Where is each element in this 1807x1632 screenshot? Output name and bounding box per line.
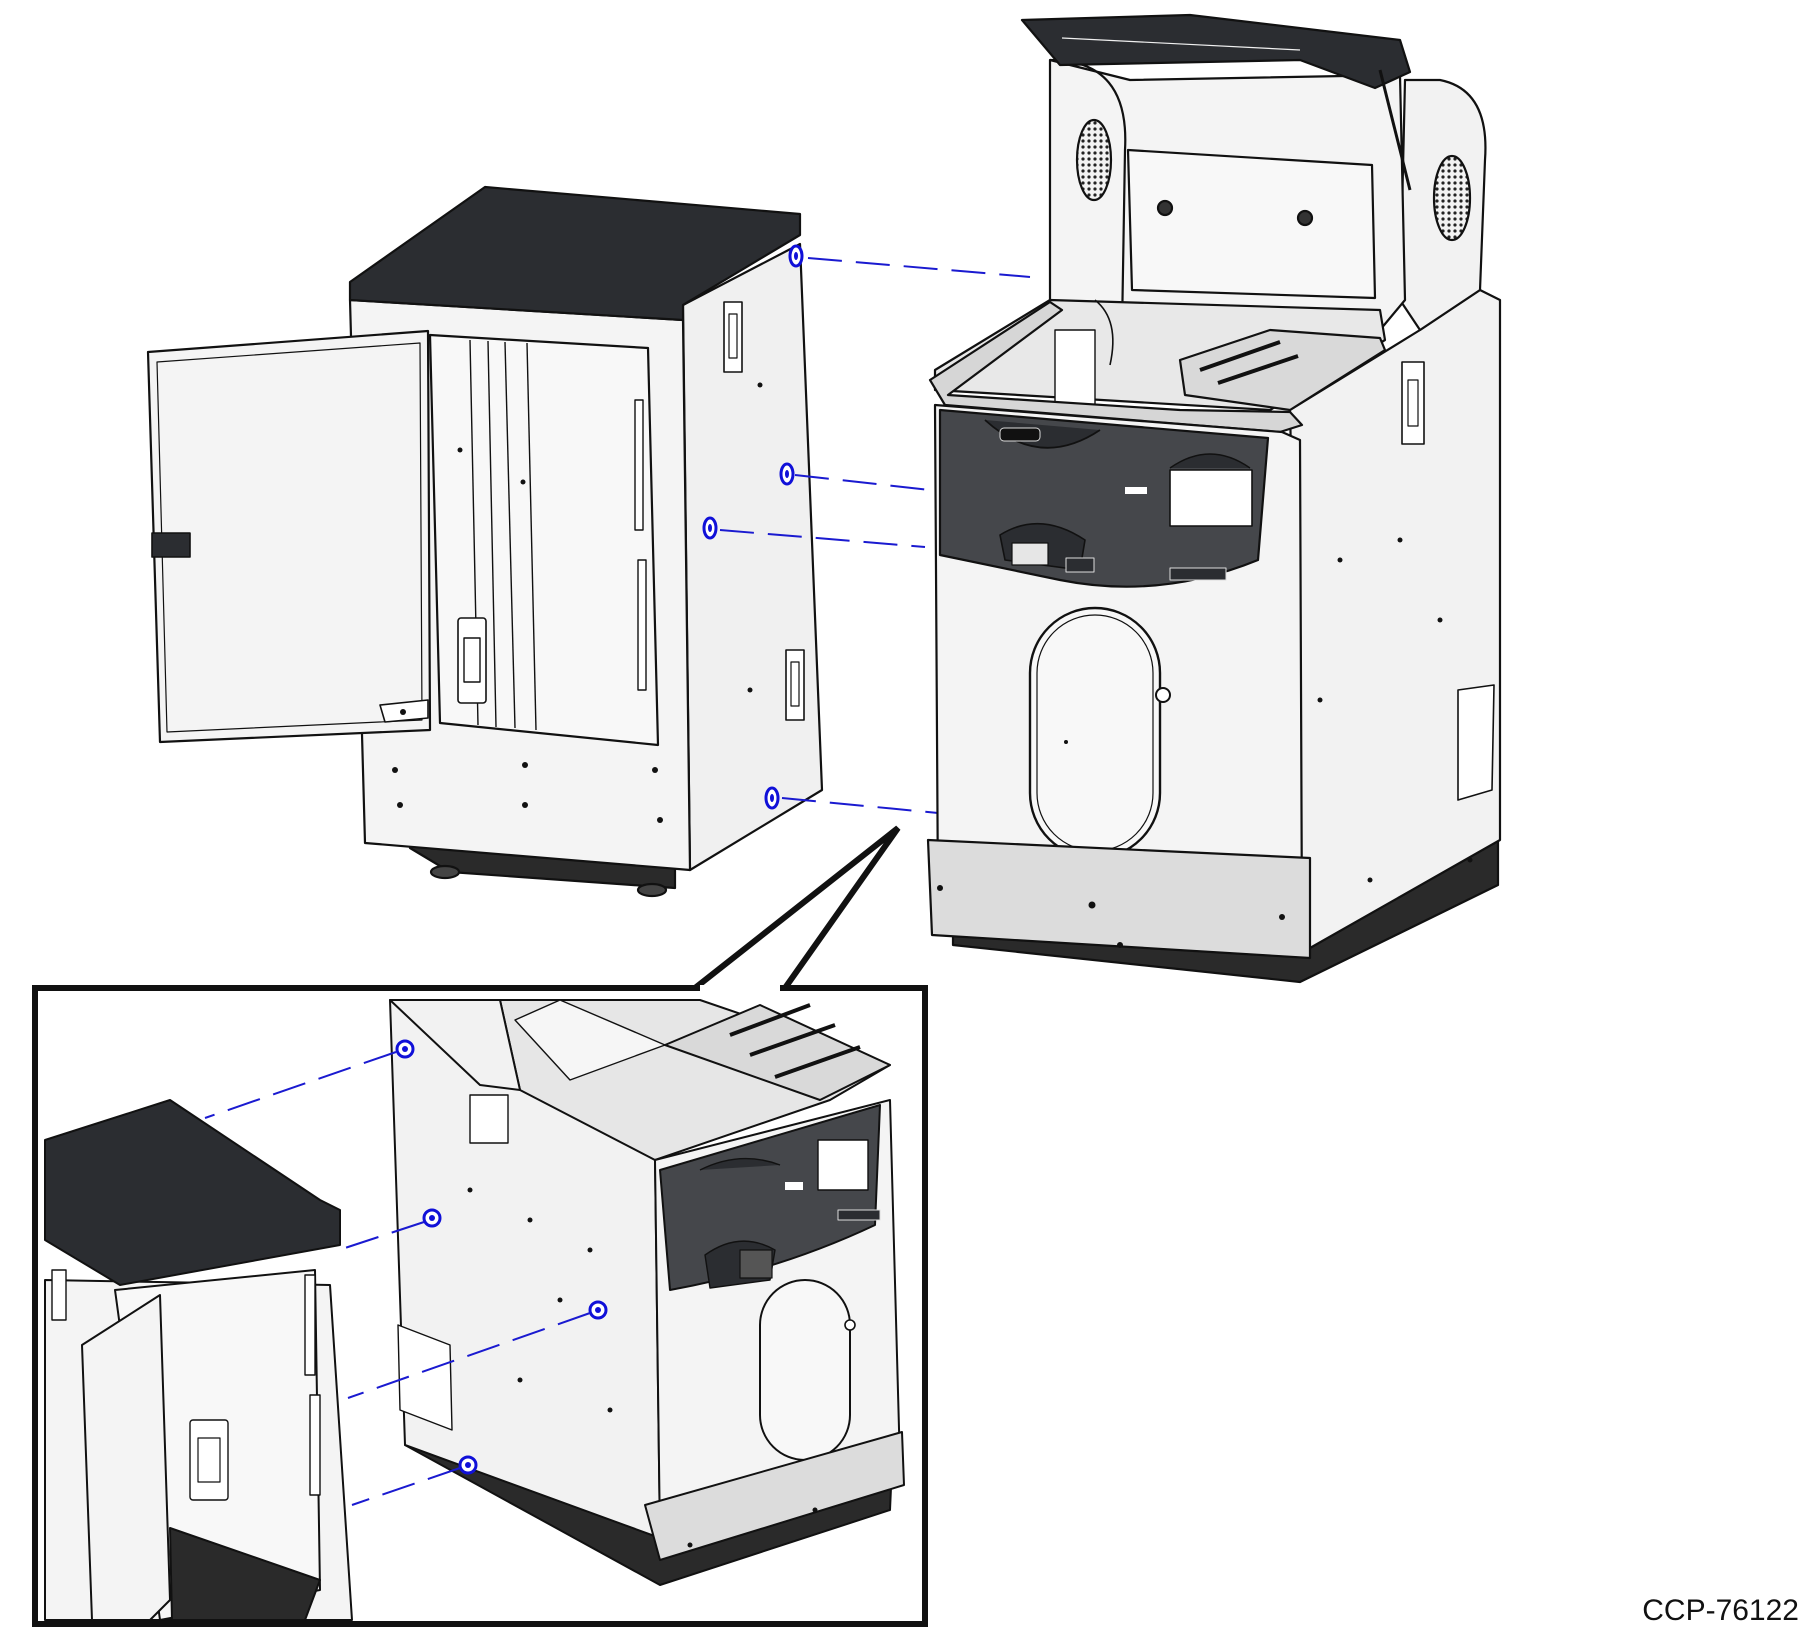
- cabinet-top-lid: [348, 185, 802, 322]
- zoomed-oval-door: [759, 1279, 851, 1461]
- speaker-vent-icon: [1075, 118, 1113, 202]
- callout-pointer: [686, 825, 901, 991]
- detail-callout: [32, 825, 928, 1627]
- zoomed-top-tray: [664, 1004, 891, 1101]
- zoomed-cabinet-door: [81, 1294, 171, 1621]
- cabinet-door-opening: [428, 333, 660, 747]
- cabinet-foot: [429, 864, 461, 880]
- kiosk-top-lid[interactable]: [1020, 13, 1412, 90]
- oval-door-latch[interactable]: [1155, 687, 1171, 703]
- cabinet-foot: [636, 882, 668, 898]
- speaker-vent-icon: [1432, 154, 1472, 242]
- kiosk-side-access-panel: [1457, 684, 1495, 801]
- zoomed-alignment-leaders: [204, 1051, 591, 1506]
- zoomed-front-bumper: [644, 1431, 905, 1561]
- zoomed-cabinet: [44, 1099, 353, 1621]
- screw-hole-icon: [422, 1208, 442, 1228]
- screw-hole-icon: [702, 516, 718, 540]
- zoomed-cabinet-top: [44, 1099, 341, 1286]
- screw-hole-icon: [395, 1039, 415, 1059]
- zoomed-kiosk: [389, 999, 905, 1586]
- left-cabinet: [146, 185, 824, 898]
- cabinet-side-panel: [681, 242, 824, 872]
- door-handle[interactable]: [151, 532, 191, 558]
- kiosk-top-tray: [1178, 328, 1387, 412]
- screw-hole-icon: [458, 1455, 478, 1475]
- screw-hole-icon: [764, 786, 780, 810]
- cabinet-door[interactable]: [146, 329, 432, 744]
- screw-hole-icon: [788, 244, 804, 268]
- screw-hole-icon: [779, 462, 795, 486]
- alignment-leaders: [719, 257, 1031, 814]
- scanner-window: [1011, 542, 1049, 566]
- figure-id: CCP-76122: [1642, 1594, 1799, 1627]
- card-slot[interactable]: [999, 427, 1041, 442]
- screen-window: [1169, 469, 1253, 527]
- right-kiosk: [926, 13, 1502, 984]
- screw-hole-icon: [588, 1300, 608, 1320]
- kiosk-oval-door[interactable]: [1028, 606, 1162, 860]
